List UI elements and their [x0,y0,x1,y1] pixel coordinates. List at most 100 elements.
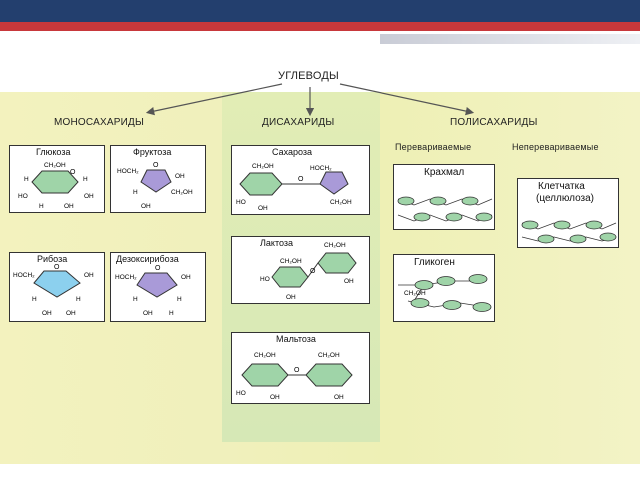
deoxyribose-atom-hoch2: HOCH₂ [115,274,137,281]
heading-monosaccharides: МОНОСАХАРИДЫ [54,117,145,128]
fructose-label: Фруктоза [133,147,172,157]
glucose-atom-oh1: OH [84,193,94,200]
sucrose-atom-ch2oh2: CH₂OH [330,199,352,206]
fructose-atom-oh1: OH [175,173,185,180]
ribose-atom-hoch2: HOCH₂ [13,272,35,279]
glucose-atom-oh2: OH [64,203,74,210]
heading-disaccharides: ДИСАХАРИДЫ [262,117,335,128]
cellulose-label-2: (целлюлоза) [536,193,594,204]
sucrose-fructose-ring [319,171,349,195]
deoxyribose-box: Дезоксирибоза O HOCH₂ OH H H OH H [110,252,206,322]
sucrose-atom-oh: OH [258,205,268,212]
lactose-atom-oh2: OH [344,278,354,285]
maltose-atom-oh2: OH [334,394,344,401]
fructose-structure: O HOCH₂ OH CH₂OH H OH [117,162,193,210]
lactose-glucose-ring [317,252,357,274]
deoxyribose-atom-h2: H [177,296,182,303]
glucose-label: Глюкоза [36,147,71,157]
cellulose-chain [521,220,617,244]
fructose-atom-hoch2: HOCH₂ [117,168,139,175]
fructose-ring [140,169,172,193]
arrow-to-poly [339,83,475,116]
glycogen-atom-ch2oh: CH₂OH [404,290,426,297]
ribose-atom-h1: H [32,296,37,303]
deoxyribose-structure: O HOCH₂ OH H H OH H [115,265,191,317]
ribose-atom-oh2: OH [42,310,52,317]
sucrose-atom-o-bridge: O [298,176,304,183]
maltose-ring-1 [241,363,289,387]
glycogen-rings [410,274,492,312]
glucose-atom-h2: H [83,176,88,183]
lactose-box: Лактоза CH₂OH CH₂OH O HO OH OH [231,236,370,304]
ribose-ring [33,270,81,298]
sucrose-atom-ho: HO [236,199,246,206]
ribose-atom-oh3: OH [66,310,76,317]
glucose-atom-h1: H [24,176,29,183]
starch-label: Крахмал [424,167,465,178]
glycogen-chain: CH₂OH [398,274,492,312]
fructose-atom-oh2: OH [141,203,151,210]
maltose-atom-oh1: OH [270,394,280,401]
header-accent-bar [0,22,640,31]
ribose-atom-oh1: OH [84,272,94,279]
ribose-label: Рибоза [37,254,68,264]
deoxyribose-atom-h3: H [169,310,174,317]
lactose-atom-ch2oh1: CH₂OH [280,258,302,265]
ribose-atom-o: O [54,264,60,271]
ribose-atom-h2: H [76,296,81,303]
lactose-atom-ch2oh2: CH₂OH [324,242,346,249]
maltose-box: Мальтоза CH₂OH CH₂OH O HO OH OH [231,332,370,404]
deoxyribose-atom-h1: H [133,296,138,303]
sucrose-atom-hoch2: HOCH₂ [310,165,332,172]
lactose-atom-ho: HO [260,276,270,283]
sucrose-label: Сахароза [272,147,313,157]
maltose-atom-o-bridge: O [294,367,300,374]
sucrose-atom-ch2oh1: CH₂OH [252,163,274,170]
ribose-box: Рибоза O HOCH₂ OH H H OH OH [9,252,105,322]
glucose-atom-o: O [70,169,76,176]
starch-rings [397,196,493,222]
fructose-box: Фруктоза O HOCH₂ OH CH₂OH H OH [110,145,206,213]
lactose-galactose-ring [271,266,309,288]
lactose-structure: CH₂OH CH₂OH O HO OH OH [260,242,357,301]
sucrose-box: Сахароза CH₂OH O HOCH₂ CH₂OH HO OH [231,145,370,215]
lactose-label: Лактоза [260,238,294,248]
lactose-atom-o-bridge: O [310,268,316,275]
deoxyribose-atom-o: O [155,265,161,272]
glucose-atom-h3: H [39,203,44,210]
arrow-to-mono [145,83,283,116]
starch-chain [397,196,493,222]
deoxyribose-atom-oh1: OH [181,274,191,281]
cellulose-box: Клетчатка (целлюлоза) [517,178,619,248]
lactose-atom-oh1: OH [286,294,296,301]
glucose-structure: CH₂OH O H H HO OH H OH [18,162,94,210]
deoxyribose-ring [136,272,178,298]
maltose-atom-ho: HO [236,390,246,397]
maltose-label: Мальтоза [276,334,316,344]
maltose-structure: CH₂OH CH₂OH O HO OH OH [236,352,353,401]
ribose-structure: O HOCH₂ OH H H OH OH [13,264,94,317]
cellulose-label-1: Клетчатка [538,181,585,192]
maltose-atom-ch2oh1: CH₂OH [254,352,276,359]
deoxyribose-atom-oh2: OH [143,310,153,317]
fructose-atom-h: H [133,189,138,196]
heading-polysaccharides: ПОЛИСАХАРИДЫ [450,117,538,128]
fructose-atom-ch2oh: CH₂OH [171,189,193,196]
heading-digestible: Перевариваемые [395,142,472,152]
deoxyribose-label: Дезоксирибоза [116,254,179,264]
glucose-atom-ho: HO [18,193,28,200]
starch-box: Крахмал [393,164,495,230]
sucrose-glucose-ring [239,172,283,196]
glucose-ring [31,170,79,194]
glucose-atom-ch2oh: CH₂OH [44,162,66,169]
cellulose-rings [521,220,617,244]
glycogen-label: Гликоген [414,257,455,268]
heading-indigestible: Неперевариваемые [512,142,599,152]
diagram-title: УГЛЕВОДЫ [278,70,339,82]
maltose-ring-2 [305,363,353,387]
header-gradient-strip [380,34,640,44]
glycogen-box: Гликоген CH₂OH [393,254,495,322]
glucose-box: Глюкоза CH₂OH O H H HO OH H OH [9,145,105,213]
header-bar [0,0,640,22]
